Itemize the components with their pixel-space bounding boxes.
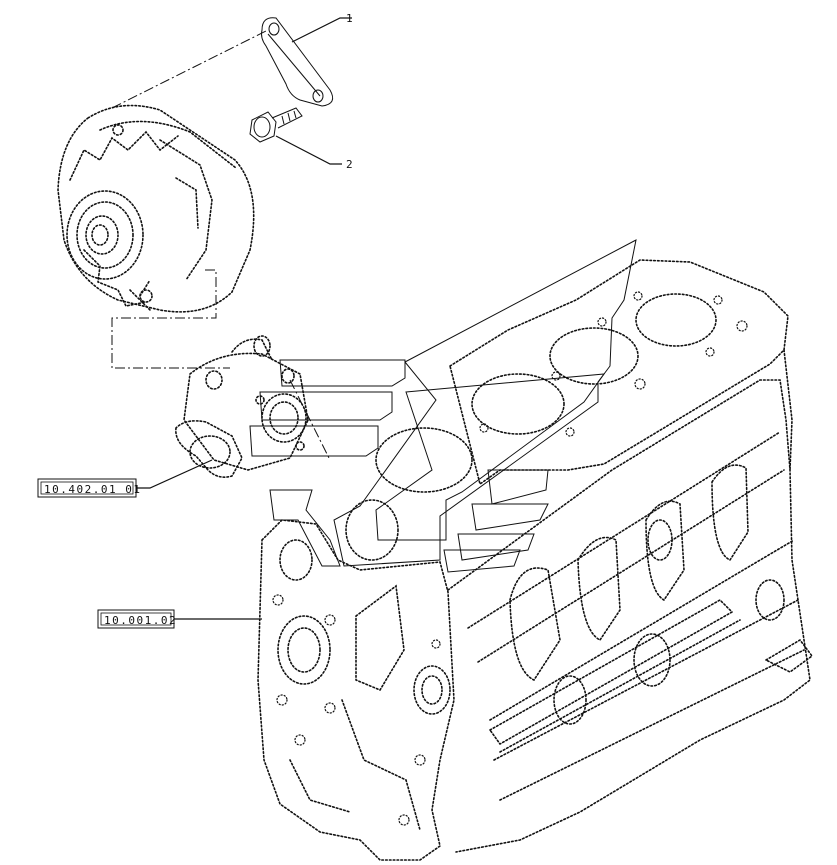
alternator: [57, 104, 255, 313]
bracket: [261, 17, 352, 107]
callout-2: 2: [346, 158, 353, 171]
water-pump-housing: [175, 335, 309, 478]
gaskets: [249, 239, 637, 573]
ref-engine-block-label: 10.001.02: [104, 614, 177, 627]
ref-water-pump[interactable]: 10.402.01 01: [37, 459, 213, 498]
engine-block: [257, 259, 814, 861]
bolt: [249, 107, 342, 165]
ref-engine-block[interactable]: 10.001.02: [97, 609, 262, 629]
alignment-lines: [111, 29, 331, 461]
ref-water-pump-label: 10.402.01 01: [44, 483, 141, 496]
callout-1: 1: [346, 12, 353, 25]
